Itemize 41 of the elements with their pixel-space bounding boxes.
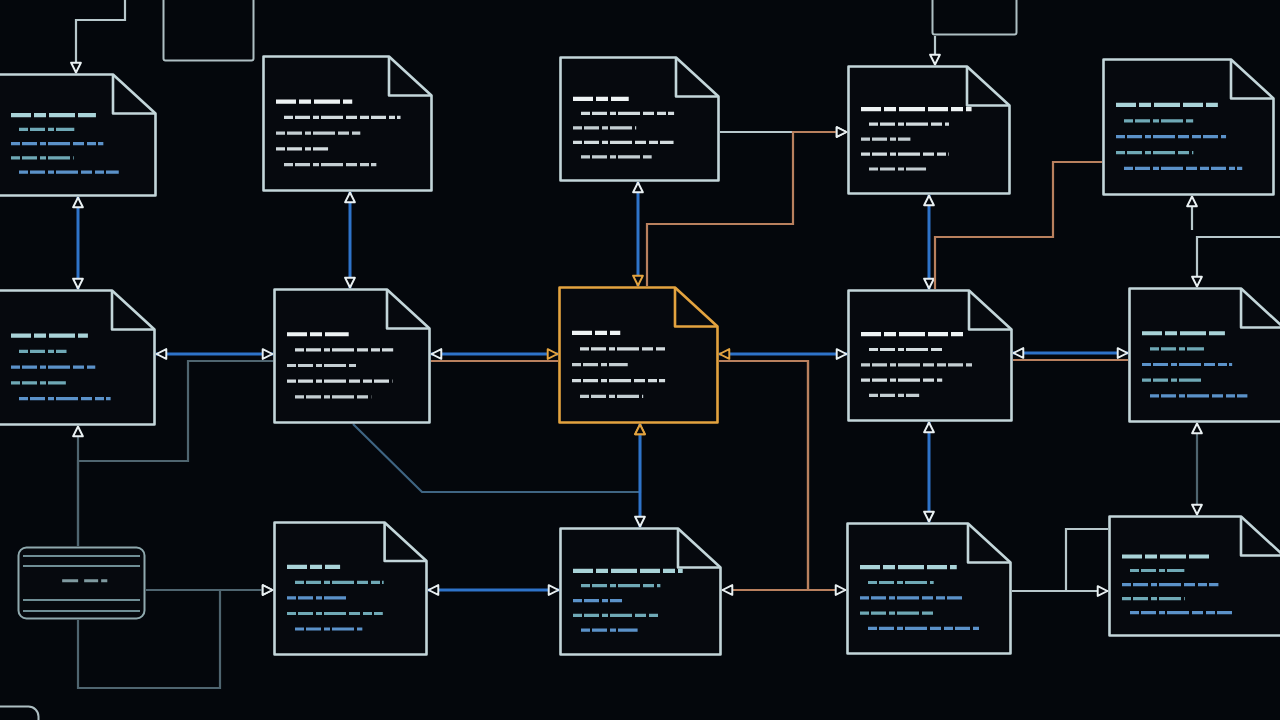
document-shape: [846, 522, 1012, 655]
document-shape: [847, 65, 1011, 195]
arrow: [1191, 235, 1280, 288]
arrow: [430, 348, 559, 360]
arrow: [923, 421, 935, 523]
document-shape: [1108, 515, 1280, 637]
arrow: [427, 584, 560, 596]
document-shape: [273, 288, 431, 424]
arrow: [76, 584, 274, 690]
document-shape: [559, 56, 720, 182]
document-shape: [0, 289, 156, 426]
frame-shape: [931, 0, 1018, 36]
frame-shape: [162, 0, 255, 62]
connector-line: [933, 160, 1102, 289]
connector-line: [431, 359, 558, 363]
arrow: [70, 0, 127, 74]
document-shape: [559, 527, 722, 656]
connector-line: [1013, 358, 1128, 362]
arrow: [72, 196, 84, 290]
arrow: [632, 181, 644, 287]
arrow: [923, 194, 935, 290]
arrow: [344, 191, 356, 289]
card-shape: [17, 546, 146, 620]
document-shape: [558, 286, 719, 424]
arrow: [1191, 422, 1203, 516]
arrow: [719, 359, 847, 596]
arrow: [72, 425, 84, 546]
arrow: [1186, 195, 1198, 230]
arrow: [929, 36, 941, 66]
arrow: [1012, 347, 1129, 359]
document-shape: [262, 55, 433, 192]
arrow: [718, 348, 848, 360]
document-shape: [1102, 58, 1275, 196]
connector-line: [1012, 527, 1108, 593]
arrow: [634, 423, 646, 528]
document-shape: [847, 289, 1013, 422]
document-shape: [1128, 287, 1280, 423]
arrow: [645, 126, 848, 286]
document-shape: [0, 73, 157, 197]
document-shape: [273, 521, 428, 656]
arrow: [155, 348, 274, 360]
